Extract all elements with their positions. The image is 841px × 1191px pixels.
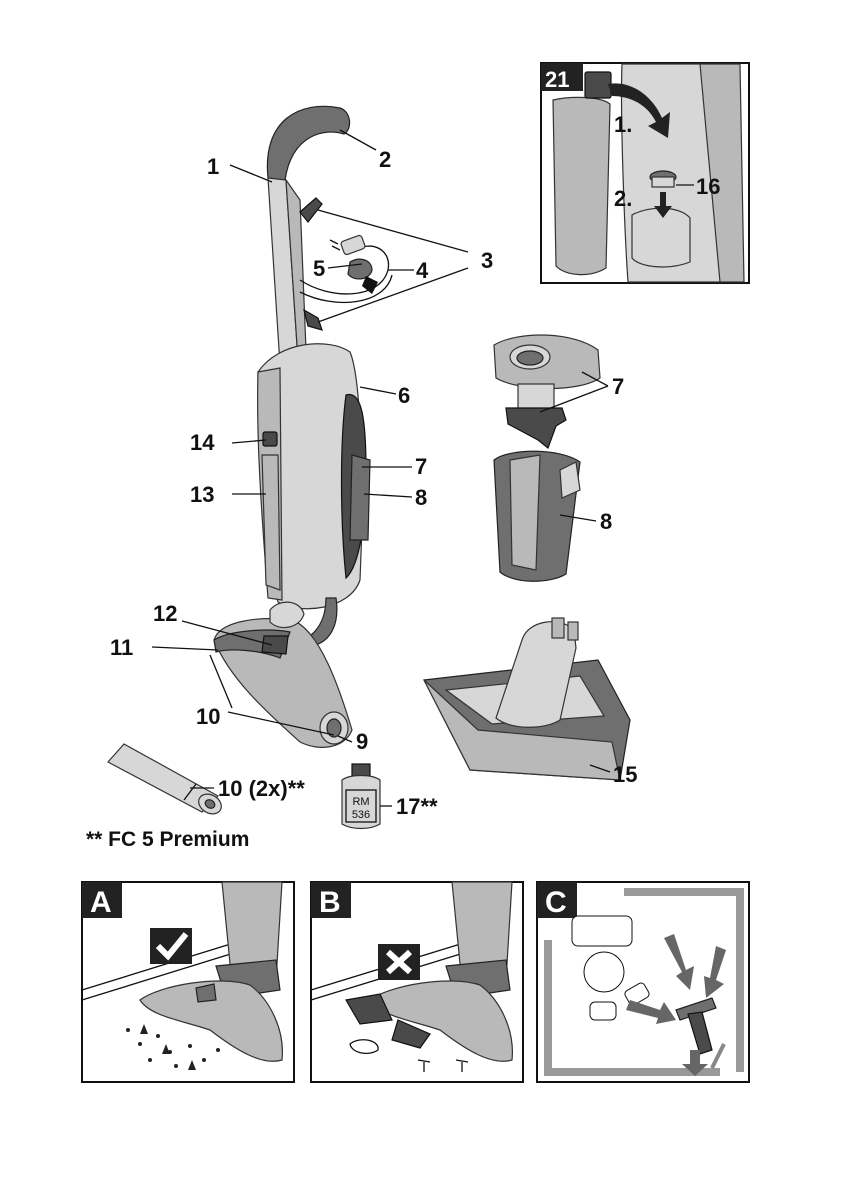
floor-cleaner-main — [214, 106, 392, 747]
label-10-2x: 10 (2x)** — [218, 776, 305, 801]
bottle-label-line1: RM — [352, 796, 369, 808]
label-11: 11 — [110, 635, 133, 660]
label-7-filter: 7 — [612, 374, 624, 399]
label-15: 15 — [613, 762, 637, 787]
label-16: 16 — [696, 174, 720, 199]
dirt-water-tank — [350, 455, 370, 540]
label-4: 4 — [416, 258, 429, 283]
inset-tank-cap — [585, 72, 611, 98]
fresh-water-tank — [262, 455, 280, 590]
room-table — [572, 916, 632, 946]
power-plug — [340, 235, 365, 256]
label-12: 12 — [153, 601, 177, 626]
tank-latch — [263, 432, 277, 446]
inset-filter-slot — [632, 208, 690, 267]
footnote: ** FC 5 Premium — [86, 828, 249, 851]
parking-station — [424, 618, 630, 780]
panel-c: C — [537, 882, 749, 1082]
label-7-main: 7 — [415, 454, 427, 479]
label-13: 13 — [190, 482, 214, 507]
label-10: 10 — [196, 704, 220, 729]
filter-assembly — [494, 335, 600, 448]
panel-b-letter: B — [319, 886, 341, 919]
filter-flap — [506, 408, 566, 448]
panel-b: B — [311, 882, 523, 1082]
cable-hook-lower — [304, 310, 322, 330]
label-3: 3 — [481, 248, 493, 273]
label-6: 6 — [398, 383, 410, 408]
label-8-tank: 8 — [600, 509, 612, 534]
label-17: 17** — [396, 794, 438, 819]
cable-clip — [348, 259, 372, 279]
step-1: 1. — [614, 112, 632, 137]
panel-c-letter: C — [545, 886, 567, 919]
room-chair-1 — [590, 1002, 616, 1020]
label-2: 2 — [379, 147, 391, 172]
inset-panel-21 — [541, 63, 749, 283]
head-release-button — [262, 636, 288, 654]
filter-cartridge — [518, 384, 554, 410]
label-21: 21 — [545, 67, 569, 92]
bottle-label-line2: 536 — [352, 809, 370, 821]
room-round-table — [584, 952, 624, 992]
spare-rollers — [108, 744, 225, 818]
label-14: 14 — [190, 430, 215, 455]
label-5: 5 — [313, 256, 325, 281]
panel-a: A — [82, 882, 294, 1082]
label-9: 9 — [356, 729, 368, 754]
dirt-particles — [126, 1024, 220, 1070]
checkmark-badge — [150, 928, 192, 964]
panel-a-letter: A — [90, 886, 112, 919]
step-2: 2. — [614, 186, 632, 211]
label-1: 1 — [207, 154, 219, 179]
detergent-bottle: RM 536 — [342, 764, 380, 829]
inset-fresh-tank — [553, 97, 610, 274]
label-8-main: 8 — [415, 485, 427, 510]
handle-grip — [267, 106, 349, 180]
